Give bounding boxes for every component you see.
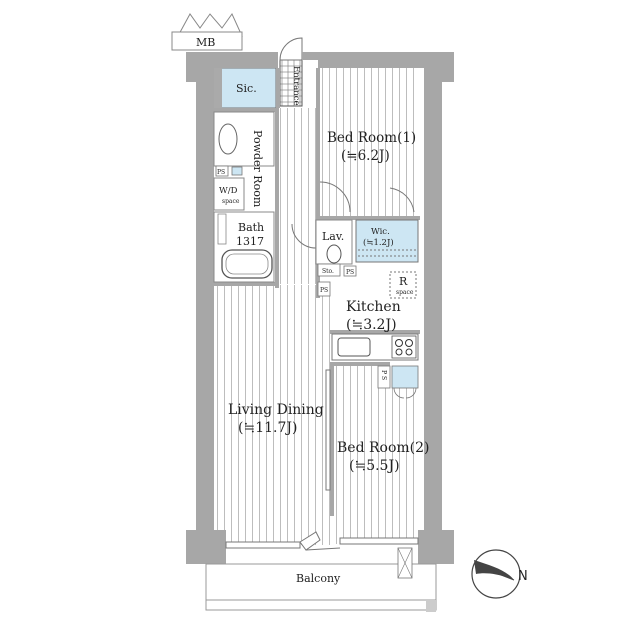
- ps-c-label: PS: [320, 287, 328, 294]
- bathroom: Bath 1317: [213, 211, 275, 283]
- ps-e-label: P S: [380, 370, 387, 380]
- bedroom2-size: (≒5.5J): [349, 458, 400, 474]
- bath-label: Bath: [238, 221, 264, 234]
- bedroom2-name: Bed Room(2): [337, 440, 430, 456]
- kitchen-counter: [331, 333, 419, 361]
- compass-icon: N: [471, 549, 528, 599]
- lavatory: Lav. Sto. PS PS: [315, 219, 357, 297]
- powder-room-label: Powder Room: [251, 130, 264, 208]
- sink-icon: [218, 123, 238, 155]
- kitchen-sink-icon: [337, 337, 371, 357]
- balcony-label: Balcony: [296, 572, 341, 585]
- wic-size-label: (≒1.2J): [363, 237, 394, 248]
- living-floor: [213, 285, 331, 545]
- powder-room: PS: [213, 111, 275, 177]
- toilet-icon: [326, 244, 342, 264]
- ps-a-label: PS: [217, 169, 225, 176]
- sto-label: Sto.: [322, 268, 334, 275]
- stove-icon: [391, 335, 417, 359]
- interior-walls: [214, 68, 420, 516]
- bathtub-icon: [221, 249, 273, 279]
- ps-e: P S: [377, 365, 419, 399]
- bath-size-label: 1317: [236, 235, 264, 248]
- bedroom1-size: (≒6.2J): [341, 148, 390, 164]
- wd-label: W/D: [219, 186, 238, 196]
- living-size: (≒11.7J): [238, 420, 297, 436]
- bedroom2-floor: [333, 366, 419, 544]
- walk-in-closet: Wic. (≒1.2J): [355, 219, 419, 263]
- mailbox-label: MB: [196, 36, 215, 49]
- lav-label: Lav.: [322, 230, 344, 243]
- fridge-space: R space: [389, 271, 417, 299]
- windows: [225, 369, 419, 551]
- fridge-space-label: space: [396, 289, 414, 296]
- hall-floor: [278, 108, 316, 284]
- kitchen-name: Kitchen: [346, 299, 401, 315]
- entrance-label: Entrance: [291, 66, 301, 106]
- fridge-r-label: R: [399, 275, 408, 288]
- sic-label: Sic.: [236, 82, 257, 95]
- wic-label: Wic.: [371, 227, 390, 237]
- compass-north-label: N: [518, 569, 528, 584]
- living-name: Living Dining: [228, 402, 324, 418]
- outer-walls: [186, 52, 454, 564]
- wd-space-label: space: [222, 198, 240, 205]
- wd-space: W/D space: [213, 177, 245, 211]
- kitchen-size: (≒3.2J): [346, 317, 397, 333]
- balcony: Balcony: [205, 547, 437, 612]
- ps-b-label: PS: [346, 269, 354, 276]
- bedroom1-name: Bed Room(1): [327, 130, 416, 146]
- mailbox: MB: [171, 13, 243, 51]
